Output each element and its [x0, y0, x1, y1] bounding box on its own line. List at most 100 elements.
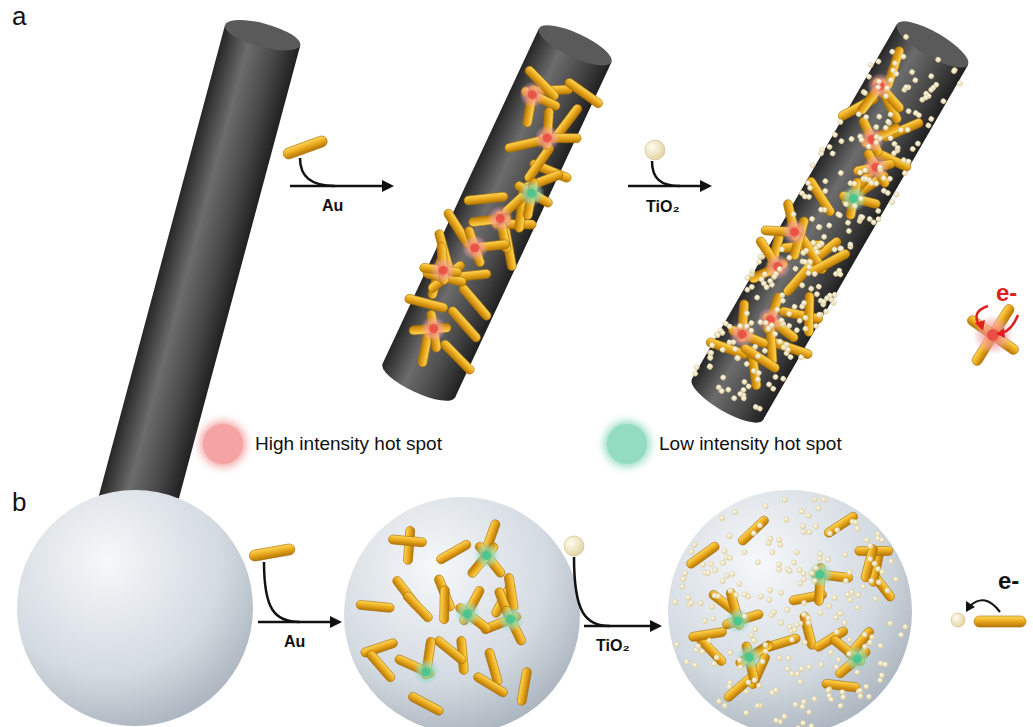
tio2-particle: [940, 98, 947, 105]
tio2-particle: [728, 650, 733, 655]
tio2-particle: [799, 509, 804, 514]
hot-spot: [506, 615, 515, 624]
tio2-particle: [861, 584, 866, 589]
tio2-particle: [774, 306, 781, 313]
tio2-particle: [811, 270, 818, 277]
legend-text: High intensity hot spot: [255, 433, 442, 455]
hot-spot-glow: [514, 176, 549, 211]
tio2-particle: [870, 219, 877, 226]
tio2-particle: [778, 542, 783, 547]
tio2-particle: [738, 665, 743, 670]
tio2-particle: [805, 193, 812, 200]
tio2-particle: [806, 620, 811, 625]
hot-spot: [469, 242, 481, 254]
tio2-particle: [809, 162, 816, 169]
hot-spot-glow: [455, 601, 481, 627]
tio2-particle: [880, 569, 885, 574]
hot-spot: [788, 226, 800, 238]
tio2-particle: [779, 292, 786, 299]
tio2-particle: [686, 595, 691, 600]
tio2-particle: [845, 227, 852, 234]
gold-nanorod: [439, 338, 476, 376]
tio2-particle: [856, 592, 861, 597]
tio2-particle: [737, 323, 744, 330]
tio2-particle: [899, 632, 904, 637]
tio2-particle: [915, 112, 922, 119]
gold-nanorod: [356, 600, 395, 613]
arrow-head: [330, 616, 342, 628]
tio2-particle: [684, 659, 689, 664]
tio2-particle: [722, 703, 727, 708]
hot-spot-glow: [973, 315, 1013, 355]
tio2-particle: [731, 395, 738, 402]
hot-spot: [428, 323, 440, 335]
tio2-particle: [709, 562, 714, 567]
tio2-particle: [760, 659, 765, 664]
tio2-particle: [822, 178, 829, 185]
tio2-particle: [890, 67, 897, 74]
tio2-particle: [746, 680, 751, 685]
tio2-particle: [878, 643, 883, 648]
tio2-particle: [798, 190, 805, 197]
tio2-particle: [774, 687, 779, 692]
legend-entry: Low intensity hot spot: [607, 424, 842, 464]
tio2-particle: [779, 297, 786, 304]
tio2-particle: [763, 649, 768, 654]
tio2-particle: [724, 573, 729, 578]
hot-spot-glow: [474, 542, 500, 568]
tio2-particle: [904, 126, 911, 133]
tio2-particle: [761, 347, 768, 354]
arrow-head: [382, 180, 394, 192]
tio2-particle: [869, 578, 874, 583]
tio2-particle: [812, 322, 819, 329]
arrow-line: [628, 185, 702, 188]
tio2-particle: [758, 276, 765, 283]
hot-spot: [816, 570, 825, 579]
label: e-: [996, 280, 1017, 306]
tio2-particle: [838, 138, 845, 145]
tio2-particle: [812, 696, 817, 701]
gold-nanorod: [472, 671, 509, 698]
tio2-particle: [935, 56, 942, 63]
hot-spot-glow: [426, 253, 461, 288]
tio2-particle: [900, 53, 907, 60]
gold-nanorod: [464, 192, 509, 206]
tio2-particle: [827, 531, 832, 536]
tio2-particle: [884, 85, 891, 92]
arrow-head: [966, 601, 975, 612]
tio2-particle: [801, 699, 806, 704]
tio2-particle: [800, 524, 805, 529]
tio2-particle: [815, 242, 822, 249]
label: TiO₂: [596, 637, 629, 655]
tio2-particle: [768, 536, 773, 541]
tio2-particle: [831, 131, 838, 138]
tio2-particle: [802, 577, 807, 582]
tio2-particle: [816, 223, 823, 230]
tio2-particle: [817, 556, 822, 561]
tio2-particle: [847, 651, 852, 656]
gold-nanorod: [880, 117, 924, 143]
tio2-particle: [879, 537, 884, 542]
fiber-top: [534, 18, 617, 74]
tio2-particle: [889, 48, 896, 55]
tio2-particle: [749, 633, 754, 638]
gold-nanorod-icon: [282, 134, 329, 160]
tio2-particle: [801, 571, 806, 576]
tio2-particle: [790, 211, 797, 218]
tio2-particle: [889, 199, 896, 206]
tio2-particle: [856, 592, 861, 597]
tio2-particle: [851, 203, 858, 210]
tio2-particle: [851, 180, 858, 187]
tio2-particle: [877, 164, 884, 171]
tio2-particle: [712, 661, 717, 666]
gold-nanorod: [739, 343, 781, 374]
gold-nanorod: [736, 514, 770, 547]
tio2-particle: [761, 271, 768, 278]
tio2-particle: [829, 150, 836, 157]
tio2-particle: [802, 314, 809, 321]
electron-arrow: [970, 600, 1000, 612]
arrow-line: [584, 625, 652, 628]
tio2-particle: [950, 68, 957, 75]
tio2-particle: [823, 308, 830, 315]
tio2-particle: [866, 694, 871, 699]
